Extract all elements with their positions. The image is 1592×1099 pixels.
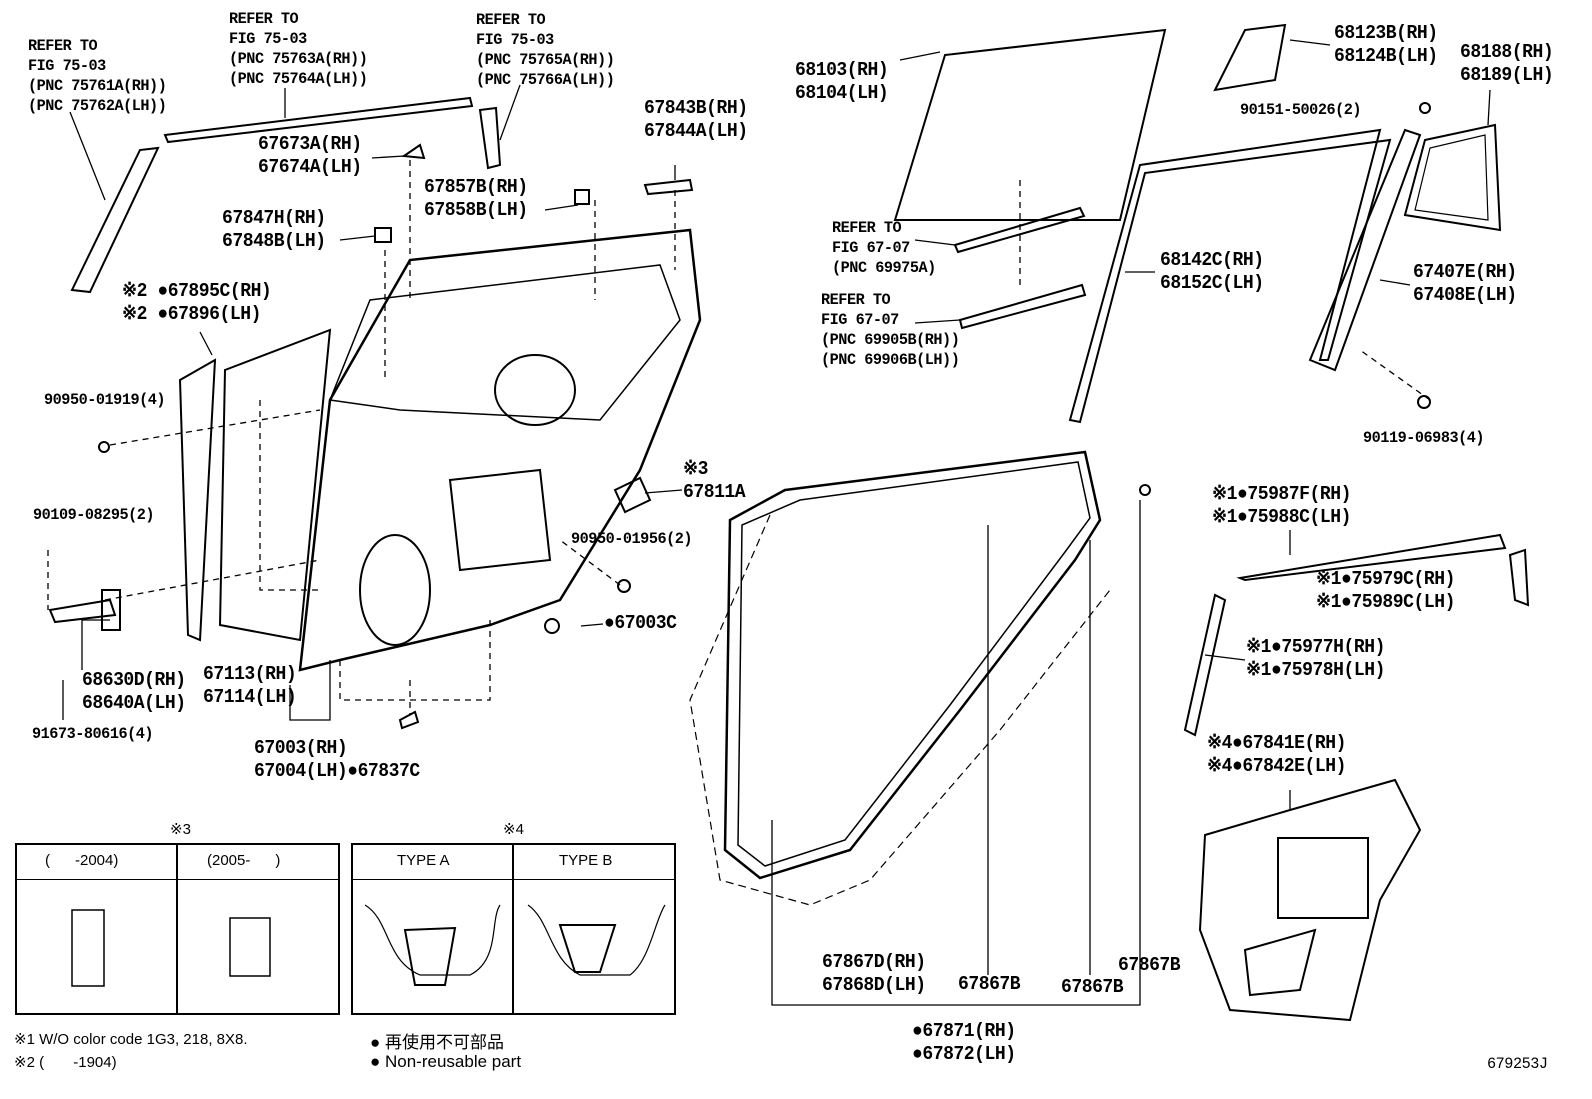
callout-67673a: 67673A(RH) 67674A(LH) [258,133,362,178]
table4-col1: TYPE A [397,852,450,869]
callout-67857b: 67857B(RH) 67858B(LH) [424,176,528,221]
callout-refer-75765a: REFER TO FIG 75-03 (PNC 75765A(RH)) (PNC… [476,11,615,89]
door-weatherstrip-left [178,358,217,642]
table4: TYPE A TYPE B [351,843,676,1015]
callout-68188: 68188(RH) 68189(LH) [1460,41,1554,86]
table3: ( -2004) (2005- ) [15,843,340,1015]
belt-molding-inner [953,206,1086,254]
note-2: ※2 ( -1904) [14,1054,117,1071]
callout-90109-08295: 90109-08295(2) [33,506,155,524]
callout-67003: 67003(RH) 67004(LH)●67837C [254,737,420,782]
division-bar [1308,128,1422,372]
table4-mark: ※4 [503,821,524,838]
rear-door-panel [298,228,702,672]
callout-67841e: ※4●67841E(RH) ※4●67842E(LH) [1207,732,1346,777]
note-1: ※1 W/O color code 1G3, 218, 8X8. [14,1031,248,1048]
callout-91673-80616: 91673-80616(4) [32,725,154,743]
callout-67867d: 67867D(RH) 67868D(LH) [822,951,926,996]
roof-molding [163,96,474,144]
quarter-glass [1213,23,1287,92]
callout-90151-50026: 90151-50026(2) [1240,101,1362,119]
callout-67847h: 67847H(RH) 67848B(LH) [222,207,326,252]
callout-67867b-b: 67867B [1061,976,1124,998]
callout-68142c: 68142C(RH) 68152C(LH) [1160,249,1264,294]
callout-90950-01919: 90950-01919(4) [44,391,166,409]
callout-67811a: ※3 67811A [683,458,746,503]
callout-refer-75763a: REFER TO FIG 75-03 (PNC 75763A(RH)) (PNC… [229,10,368,88]
callout-refer-75761a: REFER TO FIG 75-03 (PNC 75761A(RH)) (PNC… [28,37,167,115]
table3-col1: ( -2004) [45,852,119,869]
door-weatherstrip [723,450,1102,880]
callout-68103: 68103(RH) 68104(LH) [795,59,889,104]
callout-75979c: ※1●75979C(RH) ※1●75989C(LH) [1316,568,1455,613]
glass-run [1068,128,1392,424]
callout-67871: ●67871(RH) ●67872(LH) [912,1020,1016,1065]
rear-door-garnish-upper [1236,533,1507,582]
callout-90119-06983: 90119-06983(4) [1363,429,1485,447]
callout-90950-01956: 90950-01956(2) [571,530,693,548]
door-glass [893,28,1167,221]
table3-col2: (2005- ) [207,852,281,869]
callout-67113: 67113(RH) 67114(LH) [203,663,297,708]
callout-refer-69905b: REFER TO FIG 67-07 (PNC 69905B(RH)) (PNC… [821,291,960,369]
legend-japanese: ● 再使用不可部品 [370,1033,504,1052]
callout-67003c: ●67003C [604,612,677,634]
callout-67867b-c: 67867B [1118,954,1181,976]
callout-75987f: ※1●75987F(RH) ※1●75988C(LH) [1212,483,1351,528]
rear-door-garnish-lower [1183,593,1227,737]
rear-pillar-molding [478,106,502,170]
table4-col2: TYPE B [559,852,613,869]
callout-68630d: 68630D(RH) 68640A(LH) [82,669,186,714]
service-hole-cover [1198,778,1422,1022]
callout-refer-69975a: REFER TO FIG 67-07 (PNC 69975A) [832,219,936,277]
door-outer-skin [218,328,332,642]
callout-67895c: ※2 ●67895C(RH) ※2 ●67896(LH) [122,280,272,325]
callout-75977h: ※1●75977H(RH) ※1●75978H(LH) [1246,636,1385,681]
callout-67843b: 67843B(RH) 67844A(LH) [644,97,748,142]
figure-number: 679253J [1487,1055,1548,1073]
rear-door-garnish-side [1508,548,1530,607]
callout-67407e: 67407E(RH) 67408E(LH) [1413,261,1517,306]
legend-non-reusable: ● Non-reusable part [370,1052,522,1071]
front-pillar-molding [70,146,160,294]
table3-mark: ※3 [170,821,191,838]
door-check [48,598,117,624]
quarter-window-frame [1403,123,1502,232]
callout-67867b-a: 67867B [958,973,1021,995]
callout-68123b: 68123B(RH) 68124B(LH) [1334,22,1438,67]
belt-molding-outer [958,283,1087,330]
